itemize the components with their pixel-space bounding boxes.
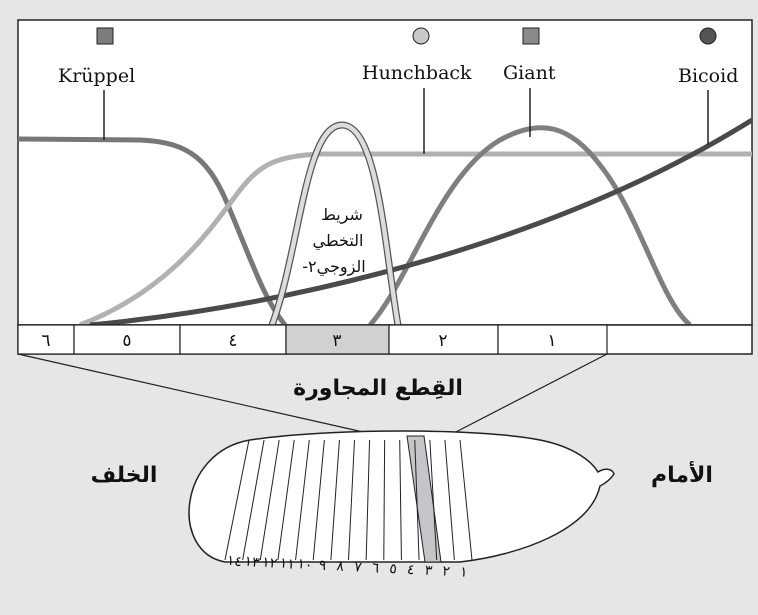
embryo-number: ١٤ xyxy=(226,552,243,570)
embryo-number: ٧ xyxy=(353,559,363,576)
embryo-number: ٢ xyxy=(441,563,451,580)
segment-number: ٢ xyxy=(438,331,447,351)
projection-line-left xyxy=(17,353,373,435)
embryo-stripe-line xyxy=(429,439,438,561)
embryo-number: ١٠ xyxy=(296,556,313,574)
embryo-stripe-line xyxy=(459,439,473,561)
embryo-number: ٤ xyxy=(406,562,416,579)
projection-line-right xyxy=(451,353,608,435)
embryo-stripe-line xyxy=(414,439,420,561)
embryo-stripe-line xyxy=(295,439,310,561)
embryo-stripes xyxy=(224,439,473,561)
hunchback-curve xyxy=(79,151,752,328)
embryo-stripe-line xyxy=(242,439,265,561)
embryo-number: ١ xyxy=(459,564,469,581)
embryo-stripe-line xyxy=(383,439,386,561)
embryo-number: ٦ xyxy=(371,560,381,577)
embryo-number: ٩ xyxy=(318,557,328,574)
stripe-2-label-line-1: شريط xyxy=(321,205,363,225)
anterior-label: الأمام xyxy=(651,460,713,488)
embryo-number: ١٢ xyxy=(261,554,278,572)
segment-number: ٦ xyxy=(41,331,50,351)
embryo-stripe-line xyxy=(399,439,402,561)
segment-cell-2 xyxy=(388,324,499,355)
embryo-number: ١١ xyxy=(279,555,296,573)
embryo-number: ٨ xyxy=(335,558,345,575)
kruppel-label: Krüppel xyxy=(58,65,135,87)
parasegments-title: القِطع المجاورة xyxy=(293,376,463,401)
stripe-2-label-line-3: -الزوجي٢ xyxy=(302,257,365,277)
square-icon xyxy=(522,27,540,45)
giant-label: Giant xyxy=(503,62,556,84)
segment-bar: ٦ ٥ ٤ ٣ ٢ ١ xyxy=(17,324,753,355)
embryo-stripe-line xyxy=(365,439,371,561)
stripe-2-label-line-2: التخطي xyxy=(313,231,364,251)
embryo-outline xyxy=(188,430,615,563)
embryo-stripe-line xyxy=(259,439,280,561)
bicoid-label: Bicoid xyxy=(678,65,738,87)
segment-cell-4 xyxy=(179,324,287,355)
circle-icon xyxy=(412,27,430,45)
segment-cell-3 xyxy=(285,324,390,355)
segment-number: ١ xyxy=(547,331,556,351)
segment-cell-5 xyxy=(73,324,181,355)
bicoid-curve xyxy=(89,117,754,328)
embryo-stripe-line xyxy=(444,439,455,561)
embryo-stripe-line xyxy=(330,439,340,561)
embryo-number: ٣ xyxy=(424,562,434,579)
embryo-stripe-line xyxy=(312,439,325,561)
circle-icon xyxy=(699,27,717,45)
posterior-label: الخلف xyxy=(91,463,158,488)
embryo-stripe-line xyxy=(224,439,250,561)
hunchback-label: Hunchback xyxy=(362,62,472,84)
giant-curve xyxy=(368,125,692,327)
stripe-2-curve-fill xyxy=(269,122,401,326)
embryo-number: ٥ xyxy=(388,561,398,578)
segment-number: ٤ xyxy=(228,331,237,351)
segment-number: ٣ xyxy=(332,331,341,351)
embryo-stripe-line xyxy=(348,439,355,561)
square-icon xyxy=(96,27,114,45)
embryo-stripe-line xyxy=(277,439,295,561)
segment-cell-1 xyxy=(497,324,608,355)
segment-number: ٥ xyxy=(122,331,131,351)
segment-cell-6 xyxy=(17,324,75,355)
embryo-number: ١٣ xyxy=(243,553,261,571)
